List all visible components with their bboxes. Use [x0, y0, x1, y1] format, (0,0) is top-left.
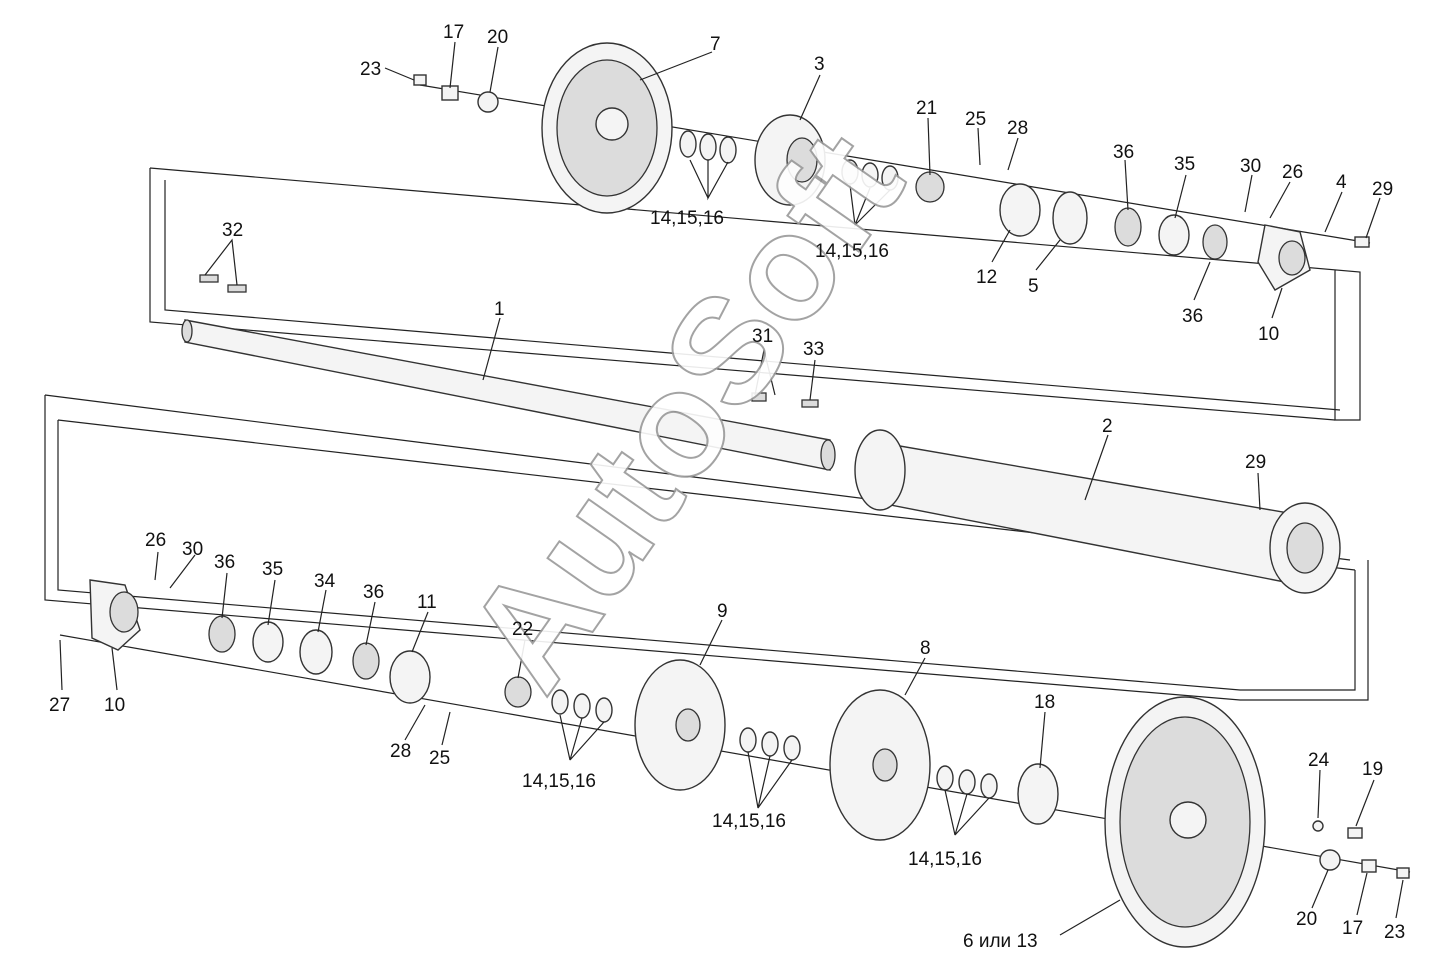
callout-22: 22 [512, 619, 533, 640]
callout-30-bottom: 30 [182, 539, 203, 560]
callout-6-or-13: 6 или 13 [963, 931, 1038, 952]
callout-36-bottom-b: 36 [363, 582, 384, 603]
callout-19: 19 [1362, 759, 1383, 780]
callout-5: 5 [1028, 276, 1039, 297]
callout-seals-2: 14,15,16 [815, 241, 889, 262]
upper-frame-outline [149, 167, 1361, 421]
callout-32: 32 [222, 220, 243, 241]
callout-17-top: 17 [443, 22, 464, 43]
callout-28-bottom: 28 [390, 741, 411, 762]
callout-11: 11 [417, 592, 437, 613]
callout-34: 34 [314, 571, 336, 592]
callout-26-bottom: 26 [145, 530, 166, 551]
leader-lines [59, 41, 1404, 936]
callout-23-bottom: 23 [1384, 922, 1405, 943]
shaft-part-1 [181, 319, 836, 471]
callout-10-bottom: 10 [104, 695, 125, 716]
callout-seals-3: 14,15,16 [522, 771, 596, 792]
tube-part-2 [854, 429, 1341, 594]
callout-33: 33 [803, 339, 824, 360]
callout-18: 18 [1034, 692, 1055, 713]
callout-29-top: 29 [1372, 179, 1393, 200]
callout-28-top: 28 [1007, 118, 1028, 139]
callout-seals-5: 14,15,16 [908, 849, 982, 870]
callout-labels: 17 20 23 7 3 21 25 28 36 35 30 26 4 29 1… [49, 22, 1405, 952]
callout-36-top-a: 36 [1113, 142, 1134, 163]
callout-4: 4 [1336, 172, 1347, 193]
callout-29-mid: 29 [1245, 452, 1266, 473]
watermark: AutoSoft [434, 103, 935, 718]
bottom-row-parts [89, 579, 1410, 948]
callout-9: 9 [717, 601, 728, 622]
callout-1: 1 [494, 299, 505, 320]
callout-7: 7 [710, 34, 721, 55]
callout-26-top: 26 [1282, 162, 1303, 183]
callout-12: 12 [976, 267, 997, 288]
callout-8: 8 [920, 638, 931, 659]
callout-20-top: 20 [487, 27, 508, 48]
callout-2: 2 [1102, 416, 1113, 437]
callout-3: 3 [814, 54, 825, 75]
callout-21: 21 [916, 98, 937, 119]
top-row-parts [413, 42, 1370, 291]
callout-25-top: 25 [965, 109, 986, 130]
callout-36-top-b: 36 [1182, 306, 1203, 327]
callout-35-bottom: 35 [262, 559, 283, 580]
callout-seals-1: 14,15,16 [650, 208, 724, 229]
callout-36-bottom-a: 36 [214, 552, 235, 573]
callout-23-top: 23 [360, 59, 381, 80]
callout-25-bottom: 25 [429, 748, 450, 769]
callout-10-top: 10 [1258, 324, 1279, 345]
callout-31: 31 [752, 326, 773, 347]
callout-17-bottom: 17 [1342, 918, 1363, 939]
callout-24: 24 [1308, 750, 1330, 771]
callout-35-top: 35 [1174, 154, 1195, 175]
callout-30-top: 30 [1240, 156, 1261, 177]
callout-27: 27 [49, 695, 70, 716]
callout-20-bottom: 20 [1296, 909, 1317, 930]
callout-seals-4: 14,15,16 [712, 811, 786, 832]
lower-frame-outline [44, 394, 1369, 701]
